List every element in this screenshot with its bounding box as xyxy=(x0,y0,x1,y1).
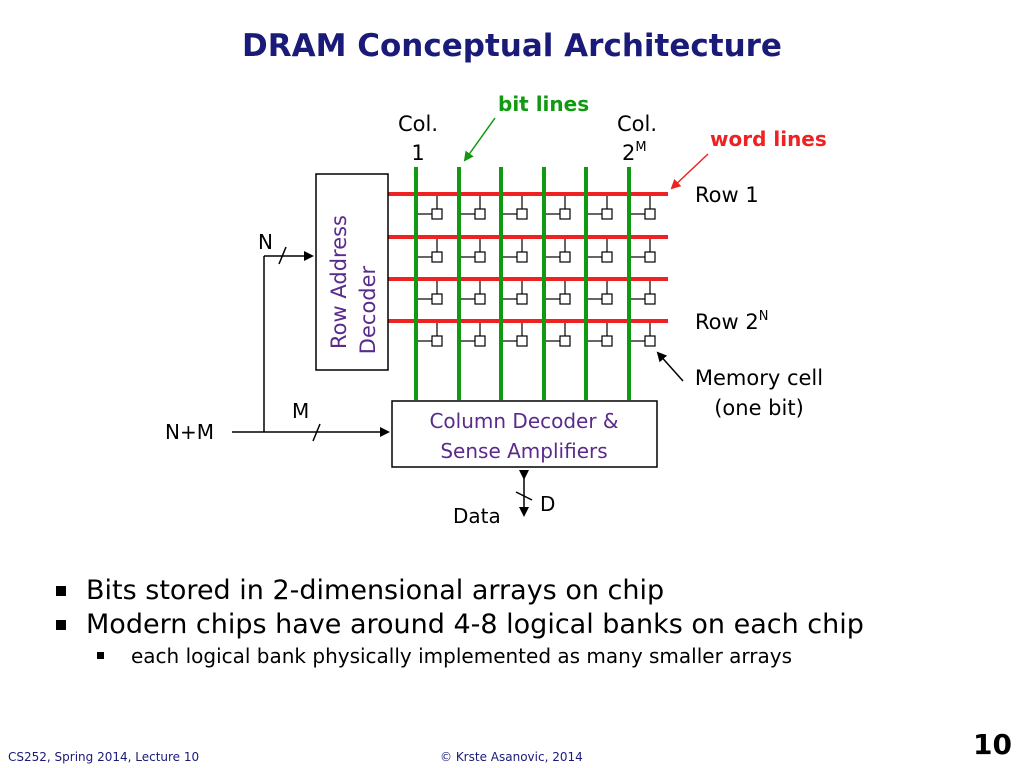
row-address-decoder xyxy=(315,173,389,371)
bit-lines-arrow xyxy=(463,117,496,162)
bit-lines xyxy=(414,167,631,400)
memory-cell xyxy=(559,335,571,347)
row-first-label: Row 1 xyxy=(695,183,759,207)
data-bus-slash xyxy=(515,491,533,501)
memory-cell xyxy=(644,208,656,220)
col-last-label-line2: 2M xyxy=(622,140,647,165)
memory-cell-arrow xyxy=(656,351,684,382)
cell-links xyxy=(416,194,651,342)
row-last-exponent: N xyxy=(759,309,769,324)
memory-cell xyxy=(559,293,571,305)
m-bits-label: M xyxy=(292,399,309,423)
memory-cell xyxy=(644,335,656,347)
slide-title: DRAM Conceptual Architecture xyxy=(242,28,782,64)
m-bus-slash xyxy=(312,423,321,442)
memory-cell xyxy=(474,335,486,347)
page-number: 10 xyxy=(973,728,1012,761)
memory-cell xyxy=(516,335,528,347)
memory-cell xyxy=(516,293,528,305)
col-last-base: 2 xyxy=(622,141,635,165)
row-last-base: Row 2 xyxy=(695,310,759,334)
word-lines-arrow xyxy=(670,153,709,190)
row-decoder-label-line1: Row Address xyxy=(327,215,351,349)
col-last-label-line1: Col. xyxy=(617,112,657,136)
n-bits-label: N xyxy=(258,230,273,254)
memory-cell xyxy=(644,293,656,305)
col-last-exponent: M xyxy=(635,140,646,155)
row-last-label: Row 2N xyxy=(695,309,768,334)
footer-course: CS252, Spring 2014, Lecture 10 xyxy=(8,750,200,764)
col-decoder-label-line2: Sense Amplifiers xyxy=(440,439,607,463)
bullet-item: Modern chips have around 4-8 logical ban… xyxy=(54,608,864,642)
memory-cell xyxy=(516,251,528,263)
memory-cell xyxy=(601,251,613,263)
footer-copyright: © Krste Asanovic, 2014 xyxy=(440,750,583,764)
bullet-item: Bits stored in 2-dimensional arrays on c… xyxy=(54,574,864,608)
memory-cell-label-line2: (one bit) xyxy=(714,396,804,420)
data-width-label: D xyxy=(540,492,555,516)
dram-diagram: Row Address Decoder Column Decoder & Sen… xyxy=(165,92,827,528)
col-first-label-line1: Col. xyxy=(398,112,438,136)
word-lines xyxy=(388,192,668,323)
bullet-list: Bits stored in 2-dimensional arrays on c… xyxy=(54,574,864,670)
memory-cell xyxy=(644,251,656,263)
col-decoder-label-line1: Column Decoder & xyxy=(429,409,618,433)
sub-bullet-item: each logical bank physically implemented… xyxy=(54,642,864,670)
col-first-label-line2: 1 xyxy=(411,141,424,165)
memory-cell xyxy=(601,293,613,305)
memory-cell xyxy=(474,208,486,220)
bit-lines-label: bit lines xyxy=(498,92,589,116)
memory-cell xyxy=(559,251,571,263)
memory-cell xyxy=(559,208,571,220)
address-label: N+M xyxy=(165,420,214,444)
word-lines-label: word lines xyxy=(710,127,827,151)
n-bus-slash xyxy=(278,246,287,265)
memory-cell xyxy=(431,251,443,263)
memory-cell xyxy=(431,293,443,305)
memory-cell xyxy=(431,208,443,220)
column-decoder xyxy=(391,400,658,468)
data-label: Data xyxy=(453,504,501,528)
memory-cell xyxy=(601,208,613,220)
memory-cell xyxy=(474,293,486,305)
memory-cells xyxy=(431,208,656,347)
row-decoder-label-line2: Decoder xyxy=(356,265,380,354)
memory-cell xyxy=(516,208,528,220)
memory-cell-label-line1: Memory cell xyxy=(695,366,823,390)
memory-cell xyxy=(431,335,443,347)
memory-cell xyxy=(601,335,613,347)
memory-cell xyxy=(474,251,486,263)
